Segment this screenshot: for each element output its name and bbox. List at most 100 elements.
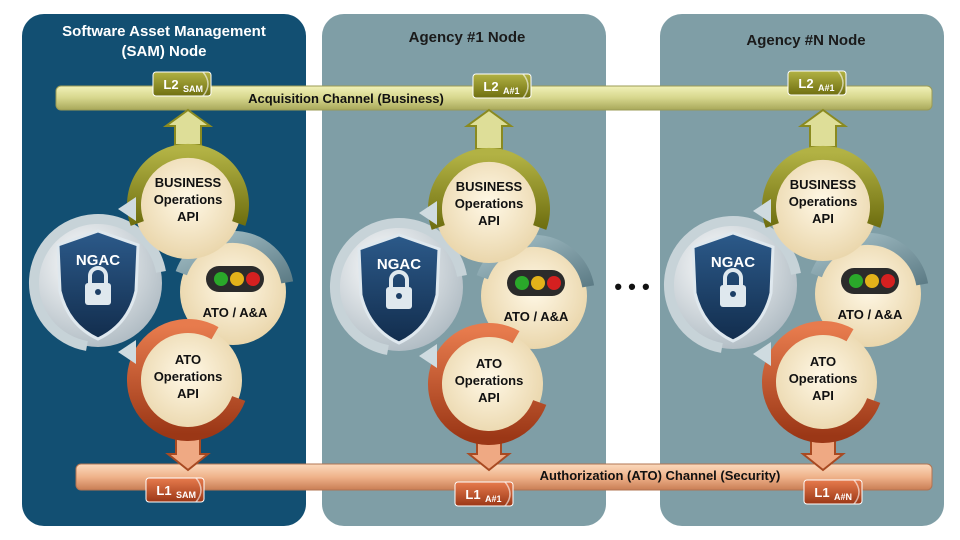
lock-shackle xyxy=(88,266,108,283)
lock-keyhole xyxy=(730,291,736,297)
business-ring xyxy=(762,145,884,228)
l2-ledger-tag-subscript: A#1 xyxy=(818,83,835,93)
ato-ops-label-line2: Operations xyxy=(789,371,858,386)
l2-ledger-tag: L2 SAM xyxy=(152,71,212,97)
ngac-label: NGAC xyxy=(377,256,421,273)
ato-aa-label: ATO / A&A xyxy=(203,305,268,320)
l2-ledger-tag-label: L2 xyxy=(483,79,498,94)
l2-ledger-tag: L2 A#1 xyxy=(472,73,532,99)
ato-aa-label: ATO / A&A xyxy=(504,309,569,324)
l1-ledger-tag-subscript: A#1 xyxy=(485,494,502,504)
l2-ledger-tag-subscript: SAM xyxy=(183,84,203,94)
ato-aa-label: ATO / A&A xyxy=(838,307,903,322)
ngac-ring xyxy=(330,218,467,355)
traffic-light-lamp xyxy=(881,274,895,288)
traffic-light-lamp xyxy=(547,276,561,290)
l1-ledger-tag-subscript: SAM xyxy=(176,490,196,500)
ato-ops-label-line2: Operations xyxy=(455,373,524,388)
traffic-light-lamp xyxy=(865,274,879,288)
ato-ops-label-line3: API xyxy=(478,390,500,405)
authorization-channel-label: Authorization (ATO) Channel (Security) xyxy=(540,468,781,483)
l1-ledger-tag-subscript: A#N xyxy=(834,492,852,502)
more-agencies-ellipsis: • • • xyxy=(614,274,649,299)
business-label-line3: API xyxy=(177,209,199,224)
traffic-light-lamp xyxy=(214,272,228,286)
ngac-policy-node: NGAC xyxy=(664,216,801,353)
lock-keyhole xyxy=(95,289,101,295)
business-label-line3: API xyxy=(812,211,834,226)
ato-ops-label-line1: ATO xyxy=(175,352,201,367)
lock-shackle xyxy=(723,268,743,285)
ngac-label: NGAC xyxy=(76,252,120,269)
l2-ledger-tag-subscript: A#1 xyxy=(503,86,520,96)
ato-ops-disc xyxy=(134,326,242,434)
ato-ops-disc xyxy=(769,328,877,436)
business-label-line1: BUSINESS xyxy=(456,179,523,194)
ato-ops-ring xyxy=(126,318,246,441)
lock-keyhole xyxy=(396,293,402,299)
business-label-line3: API xyxy=(478,213,500,228)
business-disc xyxy=(134,151,242,259)
business-label-line2: Operations xyxy=(154,192,223,207)
l1-ledger-tag: L1 A#1 xyxy=(454,481,514,507)
l1-ledger-tag-label: L1 xyxy=(814,485,829,500)
business-disc xyxy=(769,153,877,261)
traffic-light-lamp xyxy=(230,272,244,286)
business-ring xyxy=(428,147,550,230)
ato-ops-label-line1: ATO xyxy=(476,356,502,371)
business-label-line1: BUSINESS xyxy=(790,177,857,192)
agency-n-node-title: Agency #N Node xyxy=(746,32,865,49)
business-label-line2: Operations xyxy=(455,196,524,211)
l2-ledger-tag-label: L2 xyxy=(798,76,813,91)
ngac-ring xyxy=(29,214,166,351)
ato-ops-label-line2: Operations xyxy=(154,369,223,384)
lock-shackle xyxy=(389,270,409,287)
l1-ledger-tag: L1 A#N xyxy=(803,479,863,505)
ato-aa-node: ATO / A&A xyxy=(175,230,294,345)
ato-ops-disc xyxy=(435,330,543,438)
l1-ledger-tag-label: L1 xyxy=(156,483,171,498)
ngac-policy-node: NGAC xyxy=(330,218,467,355)
l2-ledger-tag-label: L2 xyxy=(163,77,178,92)
business-label-line1: BUSINESS xyxy=(155,175,222,190)
traffic-light-lamp xyxy=(246,272,260,286)
flow-arrow-icon xyxy=(753,199,771,223)
business-ring xyxy=(127,143,249,226)
flow-arrow-icon xyxy=(118,197,136,221)
flow-arrow-icon xyxy=(419,344,437,368)
flow-arrow-icon xyxy=(419,201,437,225)
ato-ops-label-line3: API xyxy=(812,388,834,403)
ngac-label: NGAC xyxy=(711,254,755,271)
traffic-light-lamp xyxy=(849,274,863,288)
business-label-line2: Operations xyxy=(789,194,858,209)
ato-ops-ring xyxy=(427,322,547,445)
ngac-policy-node: NGAC xyxy=(29,214,166,351)
sam-node-title-line2: (SAM) Node xyxy=(122,43,207,60)
flow-arrow-icon xyxy=(118,340,136,364)
l1-ledger-tag-label: L1 xyxy=(465,487,480,502)
flow-arrow-icon xyxy=(753,342,771,366)
sam-node-title-line1: Software Asset Management xyxy=(62,23,266,40)
l2-ledger-tag: L2 A#1 xyxy=(787,70,847,96)
agency-1-node-title: Agency #1 Node xyxy=(409,29,526,46)
ato-aa-node: ATO / A&A xyxy=(810,232,929,347)
ato-ops-ring xyxy=(761,320,881,443)
ato-ops-label-line3: API xyxy=(177,386,199,401)
traffic-light-lamp xyxy=(515,276,529,290)
acquisition-channel-label: Acquisition Channel (Business) xyxy=(248,91,444,106)
business-disc xyxy=(435,155,543,263)
ngac-ring xyxy=(664,216,801,353)
ato-ops-label-line1: ATO xyxy=(810,354,836,369)
l1-ledger-tag: L1 SAM xyxy=(145,477,205,503)
traffic-light-lamp xyxy=(531,276,545,290)
